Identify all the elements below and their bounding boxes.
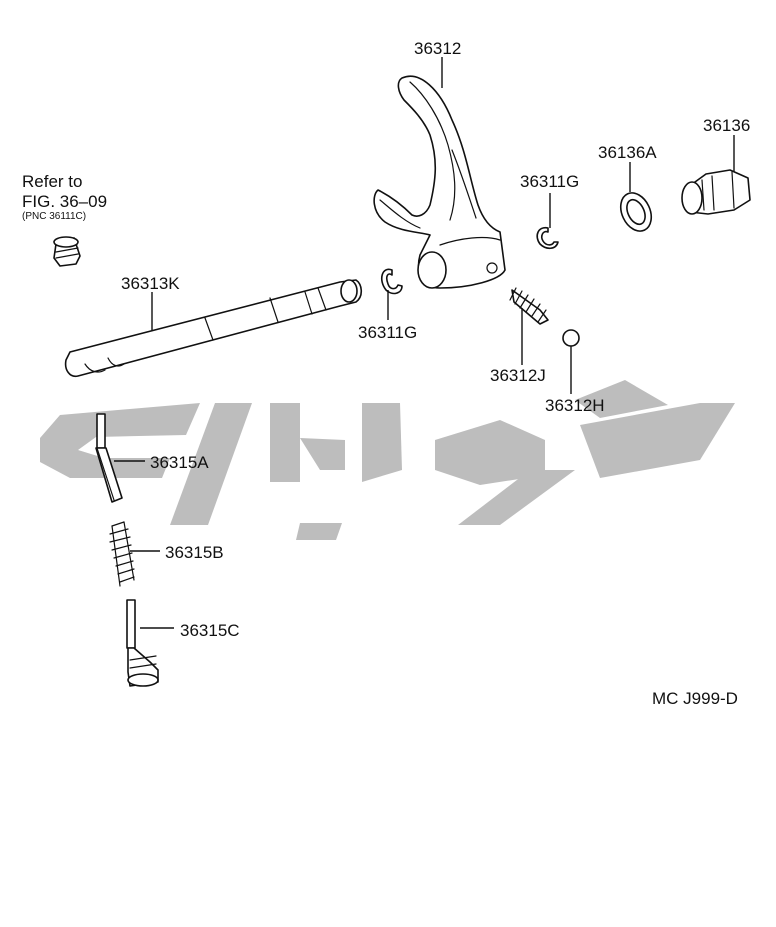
label-spring-long: 36315B — [165, 543, 224, 562]
label-ball: 36312H — [545, 396, 605, 415]
drain-plug-small — [53, 236, 81, 267]
ball — [562, 329, 580, 347]
plunger — [126, 599, 159, 687]
snap-ring-lower — [380, 268, 403, 295]
label-fork: 36312 — [414, 39, 461, 58]
label-plug: 36136 — [703, 116, 750, 135]
spring-small — [509, 287, 549, 325]
spring-long — [109, 521, 135, 587]
label-snap-ring-lower: 36311G — [358, 323, 417, 342]
label-shaft: 36313K — [121, 274, 180, 293]
reference-line2: FIG. 36–09 — [22, 192, 107, 211]
shift-fork — [373, 75, 506, 289]
pin — [95, 413, 123, 503]
diagram-code: MC J999-D — [652, 689, 738, 708]
label-snap-ring-upper: 36311G — [520, 172, 579, 191]
plug — [681, 169, 751, 215]
reference-line3: (PNC 36111C) — [22, 211, 86, 222]
shaft — [64, 279, 363, 378]
label-plunger: 36315C — [180, 621, 240, 640]
leader-lines — [114, 57, 735, 629]
watermark-logo — [40, 380, 735, 540]
reference-line1: Refer to — [22, 172, 82, 191]
label-gasket: 36136A — [598, 143, 657, 162]
gasket — [619, 192, 653, 232]
snap-ring-upper — [536, 226, 559, 250]
label-pin: 36315A — [150, 453, 209, 472]
label-spring-small: 36312J — [490, 366, 546, 385]
